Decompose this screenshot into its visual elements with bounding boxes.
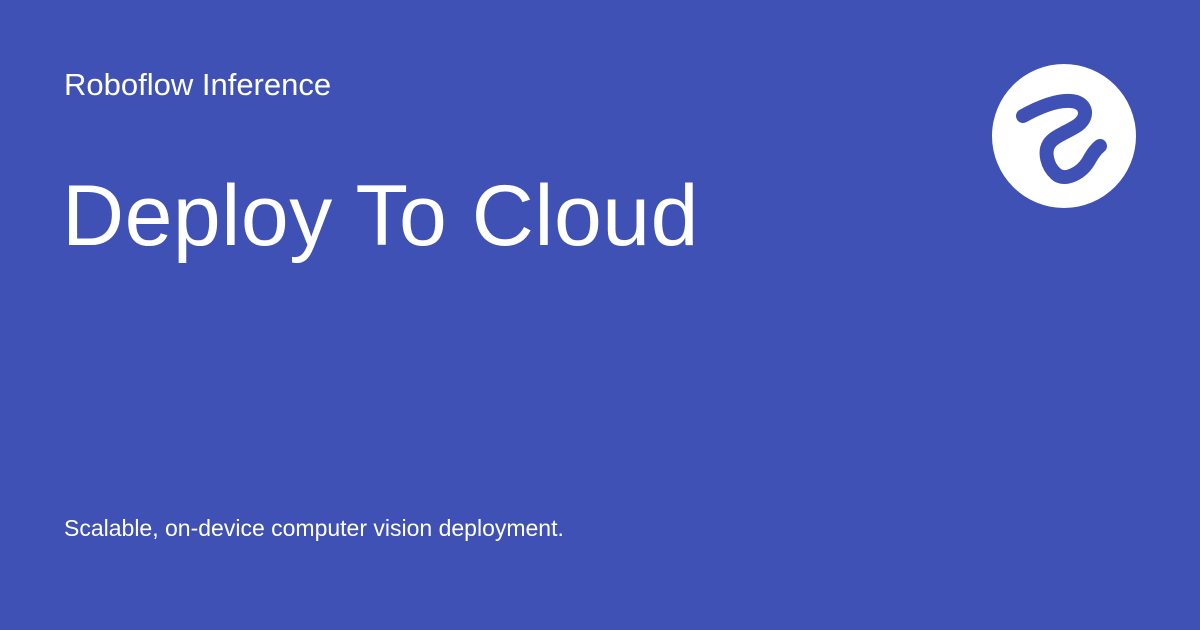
- roboflow-logo-icon: [992, 64, 1136, 208]
- site-name: Roboflow Inference: [64, 67, 332, 102]
- page-description: Scalable, on-device computer vision depl…: [64, 515, 564, 541]
- page-title: Deploy To Cloud: [62, 168, 699, 264]
